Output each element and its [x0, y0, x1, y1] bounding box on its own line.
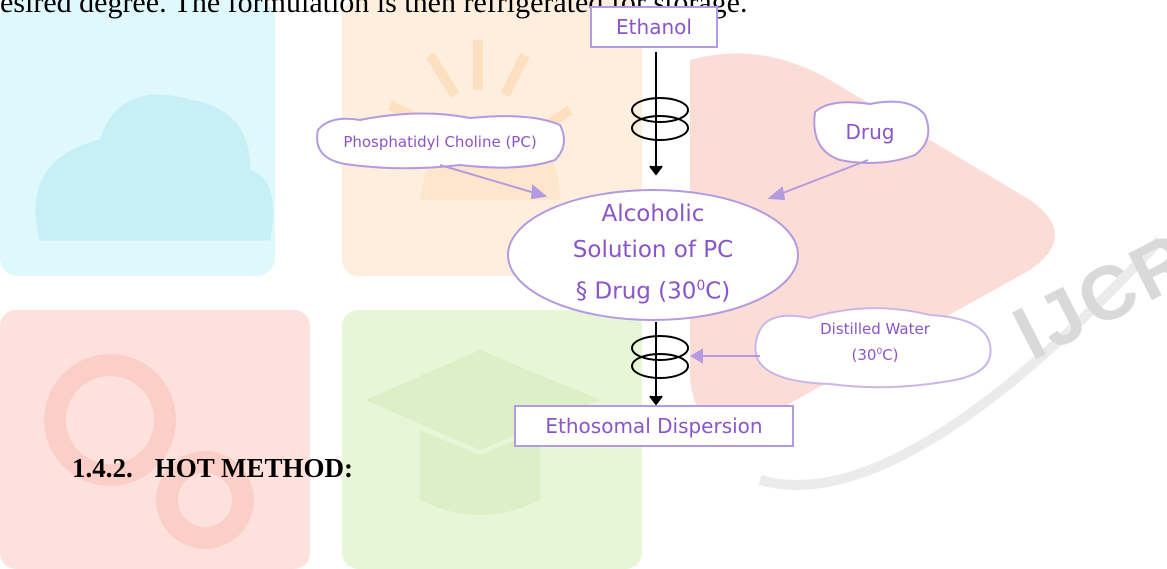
pc-cloud [316, 112, 565, 170]
pc-arrow [439, 164, 548, 200]
gear-icon [44, 354, 254, 549]
distilled-water-label: Distilled Water (300C) [760, 318, 990, 367]
stir-arrow-top [631, 52, 689, 176]
drug-label: Drug [845, 120, 895, 144]
solution-line-1: Alcoholic [601, 201, 705, 227]
stir-arrow-bottom [631, 322, 689, 406]
ethanol-box: Ethanol [590, 6, 718, 48]
ethosomal-dispersion-box: Ethosomal Dispersion [514, 405, 794, 447]
section-number: 1.4.2. [72, 453, 133, 483]
drug-cloud [813, 100, 930, 164]
alcoholic-solution-label: Alcoholic Solution of PC § Drug (300C) [528, 196, 778, 310]
section-title: HOT METHOD: [154, 453, 354, 483]
solution-ellipse [507, 189, 799, 321]
water-line-1: Distilled Water [820, 320, 930, 338]
water-cloud [754, 307, 992, 389]
water-line-2: (300C) [851, 346, 899, 364]
solution-line-2: Solution of PC [572, 237, 734, 263]
lead-paragraph-line: esired degree. The formulation is then r… [0, 0, 748, 19]
section-heading: 1.4.2. HOT METHOD: [72, 453, 353, 484]
grey-arc [758, 236, 1164, 490]
cloud-circuit-icon [35, 94, 273, 241]
solution-line-3: § Drug (300C) [575, 278, 731, 305]
phosphatidyl-choline-label: Phosphatidyl Choline (PC) [343, 133, 537, 151]
drug-arrow [767, 159, 869, 201]
water-arrow [690, 348, 760, 364]
graduation-cap-icon [365, 350, 600, 515]
